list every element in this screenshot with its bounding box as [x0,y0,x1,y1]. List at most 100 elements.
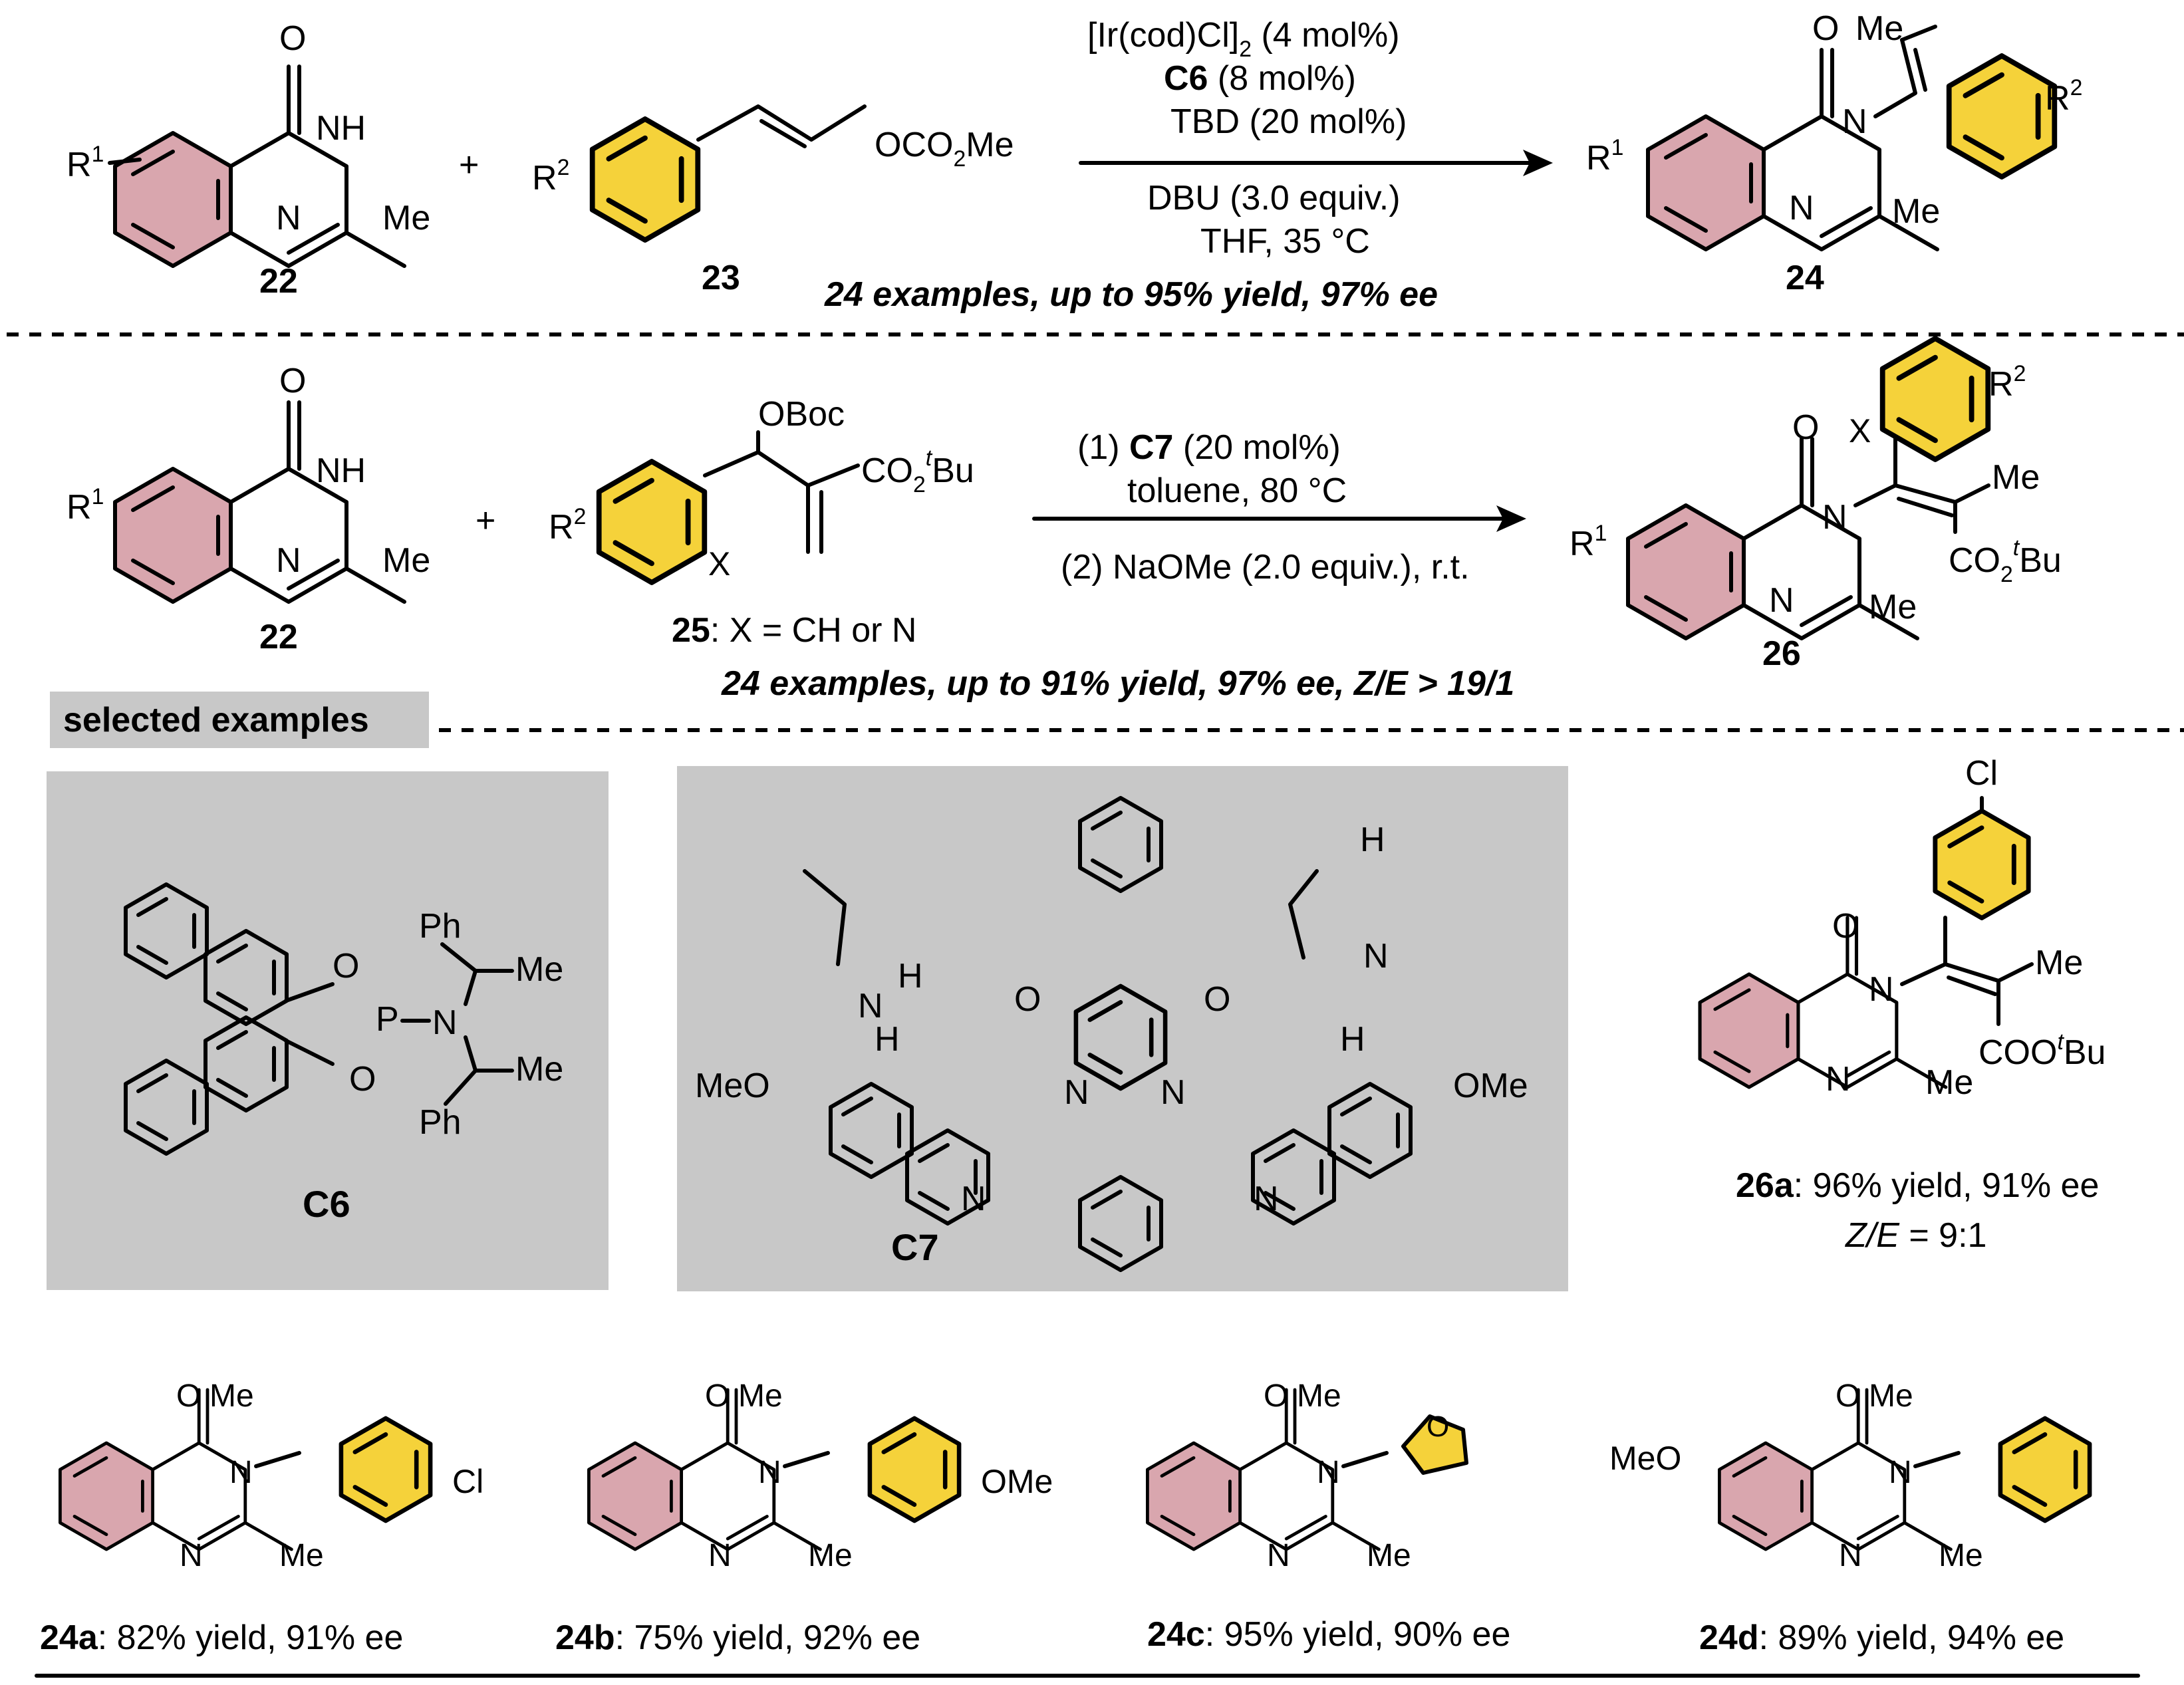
atom-oboc: OBoc [758,395,845,434]
step2-conditions: (2) NaOMe (2.0 equiv.), r.t. [1061,548,1470,586]
label-24a: 24a: 82% yield, 91% ee [40,1619,403,1657]
atom-o: O [705,1378,730,1414]
example-24a: O Me N N Me Cl 24a: 82% yield, 91% ee [40,1378,483,1657]
atom-r2: R2 [1988,361,2026,404]
example-24b: O Me N N Me OMe 24b: 75% yield, 92% ee [555,1378,1053,1657]
atom-r1: R1 [1570,521,1607,563]
base-tbd: TBD (20 mol%) [1170,102,1407,141]
label-22b: 22 [259,618,298,656]
atom-n: N [1869,970,1894,1009]
atom-n: N [276,199,301,237]
reaction1: O NH N Me R1 22 + OCO2Me R2 23 [Ir(cod)C… [67,9,2082,314]
atom-me: Me [1869,588,1917,626]
solvent-temp: THF, 35 °C [1200,222,1370,261]
atom-me2: Me [515,1050,563,1089]
atom-o: O [279,362,306,400]
atom-r2: R2 [532,155,569,197]
atom-n: N [1842,102,1867,141]
atom-me: Me [808,1538,853,1573]
atom-o2: O [1204,980,1230,1019]
atom-n6: N [1254,1180,1279,1218]
atom-x: X [1849,412,1871,450]
atom-me: Me [279,1538,324,1573]
atom-me-top: Me [209,1378,254,1414]
atom-n2: N [1826,1060,1851,1099]
atom-n2: N [1789,189,1814,227]
substituent-24b: OMe [981,1463,1053,1500]
atom-me1: Me [515,950,563,989]
atom-n2: N [1267,1538,1290,1573]
solvent-temp-2: toluene, 80 °C [1127,471,1347,510]
atom-n: N [276,541,301,580]
ester-group: CO2tBu [861,446,974,497]
atom-n2: N [1839,1538,1862,1573]
atom-r1: R1 [67,484,104,527]
reactant-22b-structure: O NH N Me R1 [67,362,430,602]
atom-p: P [376,1000,399,1039]
example-26a: O N N Me Me COOtBu Cl 26a: 96% yield, 91… [1700,754,2106,1255]
atom-n: N [229,1455,253,1490]
atom-r2: R2 [2045,75,2082,118]
product-24-structure: O Me N N Me R1 R2 [1586,9,2082,249]
label-24: 24 [1786,259,1824,297]
label-22: 22 [259,262,298,301]
substituent-24d: MeO [1609,1440,1681,1477]
atom-n: N [1317,1455,1340,1490]
atom-me: Me [1367,1538,1411,1573]
atom-n: N [1822,498,1847,537]
atom-ome: OMe [1453,1067,1528,1105]
atom-r1: R1 [1586,135,1623,178]
section-label: selected examples [63,701,369,739]
atom-o: O [1832,907,1859,946]
atom-o: O [1812,9,1839,48]
atom-me-top: Me [1297,1378,1341,1414]
catalyst-c7: H H H H N N O O N N MeO OMe N N C7 [677,766,1568,1291]
atom-o: O [176,1378,201,1414]
atom-nh: NH [316,109,366,148]
label-26: 26 [1762,634,1801,673]
atom-me2: Me [2035,944,2083,982]
reaction2: O NH N Me R1 22 + OBoc CO2tBu X R2 25: X… [67,338,2062,703]
atom-r1: R1 [67,142,104,184]
reactant-25-structure: OBoc CO2tBu X R2 [549,395,974,583]
atom-o1: O [333,947,359,985]
base-dbu: DBU (3.0 equiv.) [1147,179,1401,217]
atom-n2: N [708,1538,732,1573]
atom-o: O [1264,1378,1288,1414]
furan-oxygen: O [1427,1410,1449,1443]
ester-group: CO2tBu [1949,535,2062,587]
reaction1-conditions: [Ir(cod)Cl]2 (4 mol%) C6 (8 mol%) TBD (2… [1079,16,1553,261]
product-26-structure: O N N Me R1 Me CO2tBu X R2 [1570,338,2062,638]
atom-me: Me [1925,1063,1973,1102]
atom-n: N [1889,1455,1912,1490]
atom-n2: N [1363,937,1389,975]
plus-sign-2: + [476,501,495,540]
label-24b: 24b: 75% yield, 92% ee [555,1619,920,1657]
atom-me-top: Me [1855,9,1903,48]
atom-o2: O [349,1060,376,1099]
atom-me-top: Me [738,1378,783,1414]
reaction2-summary: 24 examples, up to 91% yield, 97% ee, Z/… [721,664,1514,703]
label-23: 23 [702,259,740,297]
atom-n: N [758,1455,781,1490]
atom-n5: N [961,1180,986,1218]
atom-n: N [432,1003,458,1042]
atom-h1: H [898,957,923,995]
atom-o: O [279,19,306,58]
label-26a: 26a: 96% yield, 91% ee [1736,1166,2099,1205]
atom-n1: N [858,987,883,1025]
atom-n2: N [180,1538,203,1573]
reactant-23-structure: OCO2Me R2 [532,104,1014,240]
carbonate-group: OCO2Me [875,126,1014,172]
label-25: 25: X = CH or N [672,611,916,650]
atom-o: O [1792,408,1819,447]
atom-h2: H [875,1020,900,1059]
atom-o: O [1836,1378,1860,1414]
label-24d: 24d: 89% yield, 94% ee [1699,1619,2064,1657]
atom-nh: NH [316,452,366,490]
reaction2-conditions: (1) C7 (20 mol%) toluene, 80 °C (2) NaOM… [1032,428,1526,586]
atom-n3: N [1064,1073,1089,1112]
atom-me2: Me [1992,458,2040,497]
ester-group: COOtBu [1979,1029,2106,1072]
